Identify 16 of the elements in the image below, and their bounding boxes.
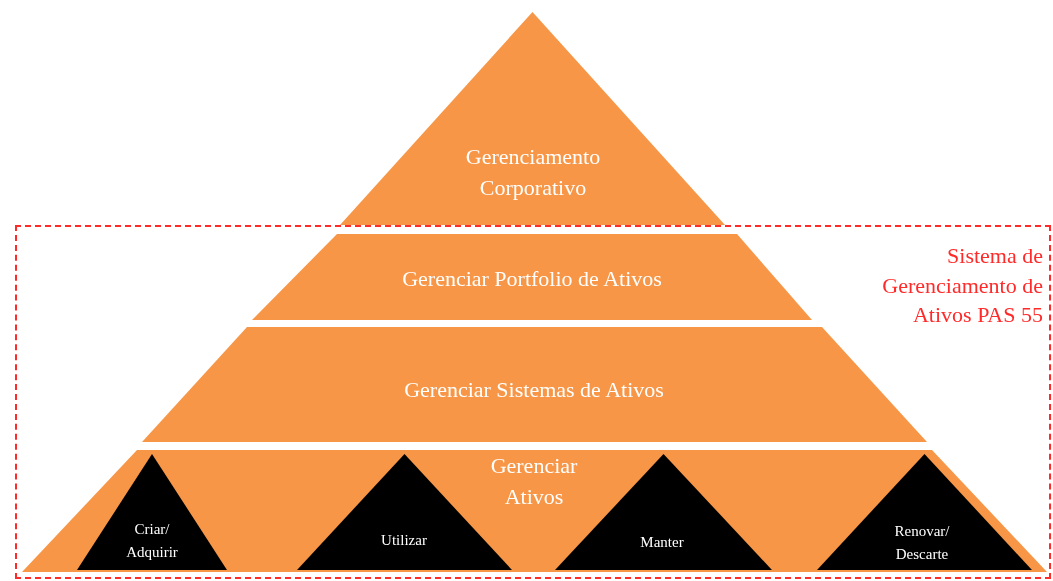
tier-label: Renovar/ Descarte: [893, 521, 951, 563]
tier-label: Gerenciar Sistemas de Ativos: [403, 375, 665, 404]
pyramid-tier: [252, 234, 812, 320]
pyramid-tier: [142, 327, 927, 442]
pyramid-top: [340, 12, 725, 225]
pyramid-base: [22, 450, 1047, 572]
tier-label: Utilizar: [380, 530, 428, 550]
dashed-boundary: [15, 225, 1051, 579]
tier-label: Gerenciar Ativos: [489, 452, 579, 511]
tier-label: Criar/ Adquirir: [125, 519, 179, 562]
tier-label: Gerenciar Portfolio de Ativos: [401, 264, 663, 293]
tier-label: Manter: [639, 532, 685, 552]
boundary-label: Sistema de Gerenciamento de Ativos PAS 55: [881, 242, 1043, 330]
triangle: [77, 454, 227, 570]
tier-label: Gerenciamento Corporativo: [464, 143, 602, 202]
triangle: [817, 454, 1032, 570]
